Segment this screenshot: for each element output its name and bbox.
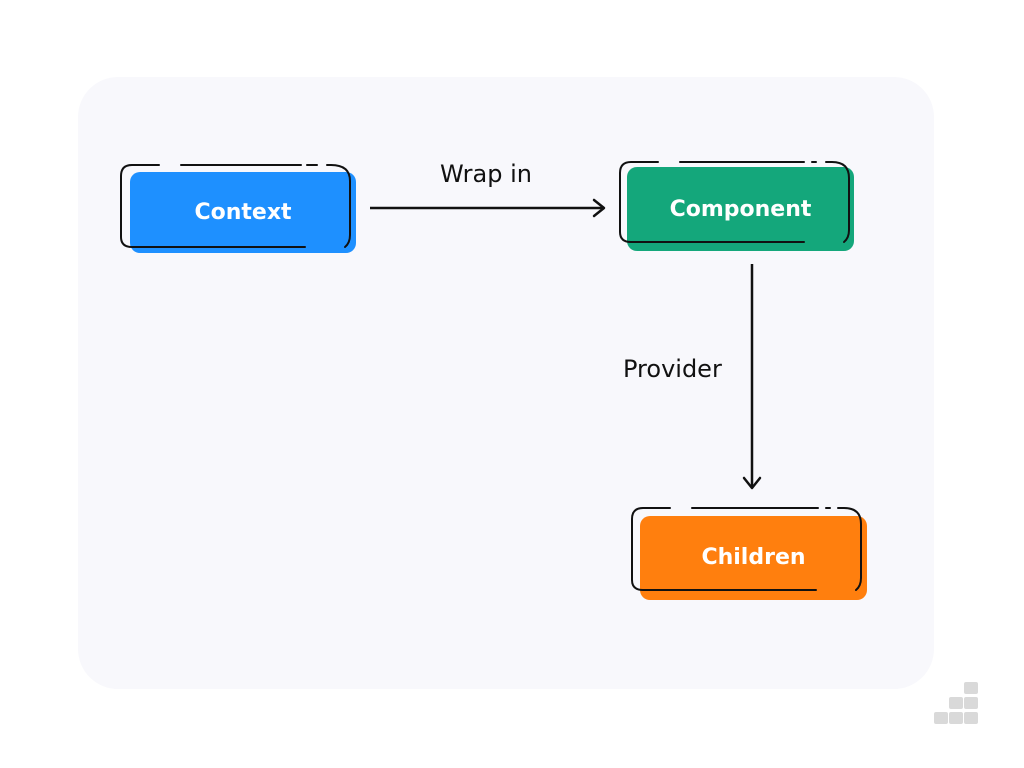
node-context-label: Context (194, 200, 292, 225)
node-component: Component (618, 160, 858, 252)
node-component-label: Component (669, 197, 812, 222)
arrowhead-down (742, 476, 762, 490)
node-children-label: Children (701, 545, 806, 570)
arrowhead-right (592, 198, 606, 218)
edge-context-component (370, 198, 606, 218)
node-children-outline (631, 507, 862, 591)
node-context: Context (119, 163, 359, 255)
edge-label-provider: Provider (623, 355, 722, 383)
node-context-outline (120, 164, 351, 248)
node-children-fill (640, 516, 867, 600)
node-context-fill (130, 172, 356, 253)
node-component-fill (627, 167, 854, 251)
brand-logo-icon (934, 682, 978, 724)
node-children: Children (630, 506, 870, 602)
edge-label-wrap-in: Wrap in (440, 160, 532, 188)
node-component-outline (619, 161, 850, 243)
edge-component-children (742, 264, 762, 490)
